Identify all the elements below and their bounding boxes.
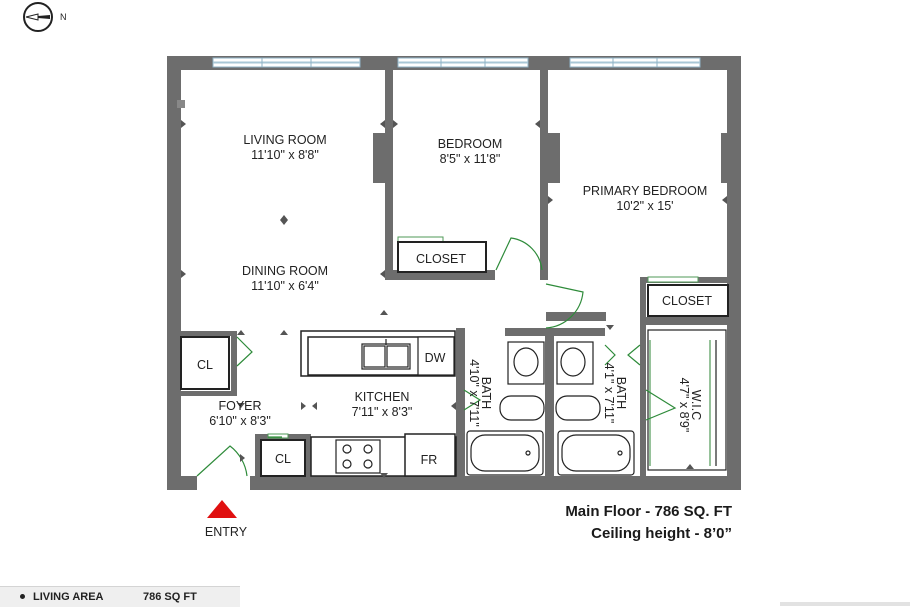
foyer-name: FOYER	[218, 399, 261, 413]
closet-kitchen	[260, 439, 306, 477]
wic-rails	[647, 329, 727, 471]
bath2-name: BATH	[614, 377, 628, 409]
legend-bar: LIVING AREA 786 SQ FT	[0, 586, 240, 607]
main-floor-area: Main Floor - 786 SQ. FT	[565, 503, 732, 520]
primary-bedroom-dims: 10'2" x 15'	[616, 199, 673, 213]
legend-value: 786 SQ FT	[143, 591, 197, 603]
stove-icon	[335, 439, 381, 474]
bath1-dims: 4'10" x 7'11"	[467, 359, 481, 427]
corner-bar	[780, 602, 910, 606]
bath2-fixtures	[555, 341, 635, 476]
legend-label: LIVING AREA	[33, 591, 104, 603]
entry-label: ENTRY	[205, 525, 248, 539]
closet-bedroom-label: CLOSET	[416, 252, 466, 266]
windows	[212, 57, 701, 68]
dining-room-dims: 11'10" x 6'4"	[251, 279, 319, 293]
dimension-markers	[181, 120, 727, 478]
primary-bedroom-name: PRIMARY BEDROOM	[583, 184, 708, 198]
bedroom-dims: 8'5" x 11'8"	[440, 152, 501, 166]
kitchen-name: KITCHEN	[355, 390, 410, 404]
closet-shelf	[267, 433, 289, 439]
dishwasher-label: DW	[425, 351, 446, 365]
closet-primary	[647, 284, 729, 317]
bullet-icon	[20, 594, 25, 599]
fridge-label: FR	[421, 453, 438, 467]
bath2-dims: 4'1" x 7'11"	[602, 363, 616, 424]
interior-walls	[177, 68, 733, 478]
closet-foyer	[180, 336, 230, 390]
closet-bedroom	[397, 241, 487, 273]
closet-primary-label: CLOSET	[662, 294, 712, 308]
wic-dims: 4'7" x 8'9"	[677, 378, 691, 433]
dishwasher	[417, 336, 455, 376]
foyer-dims: 6'10" x 8'3"	[209, 414, 271, 428]
fridge	[404, 433, 456, 477]
living-room-name: LIVING ROOM	[243, 133, 326, 147]
cl-foyer-label: CL	[197, 358, 213, 372]
north-label: N	[60, 12, 67, 22]
dining-room-name: DINING ROOM	[242, 264, 328, 278]
bath1-fixtures	[466, 341, 545, 476]
entry-marker-icon	[207, 500, 237, 518]
kitchen-dims: 7'11" x 8'3"	[352, 405, 413, 419]
closet-shelf	[647, 276, 699, 283]
wic-name: W.I.C	[689, 390, 703, 421]
living-room-dims: 11'10" x 8'8"	[251, 148, 319, 162]
ceiling-height: Ceiling height - 8’0”	[591, 525, 732, 542]
bath1-name: BATH	[479, 377, 493, 409]
cl-kitchen-label: CL	[275, 452, 291, 466]
compass-icon	[23, 2, 53, 32]
bedroom-name: BEDROOM	[438, 137, 503, 151]
sink-icon	[361, 339, 411, 370]
